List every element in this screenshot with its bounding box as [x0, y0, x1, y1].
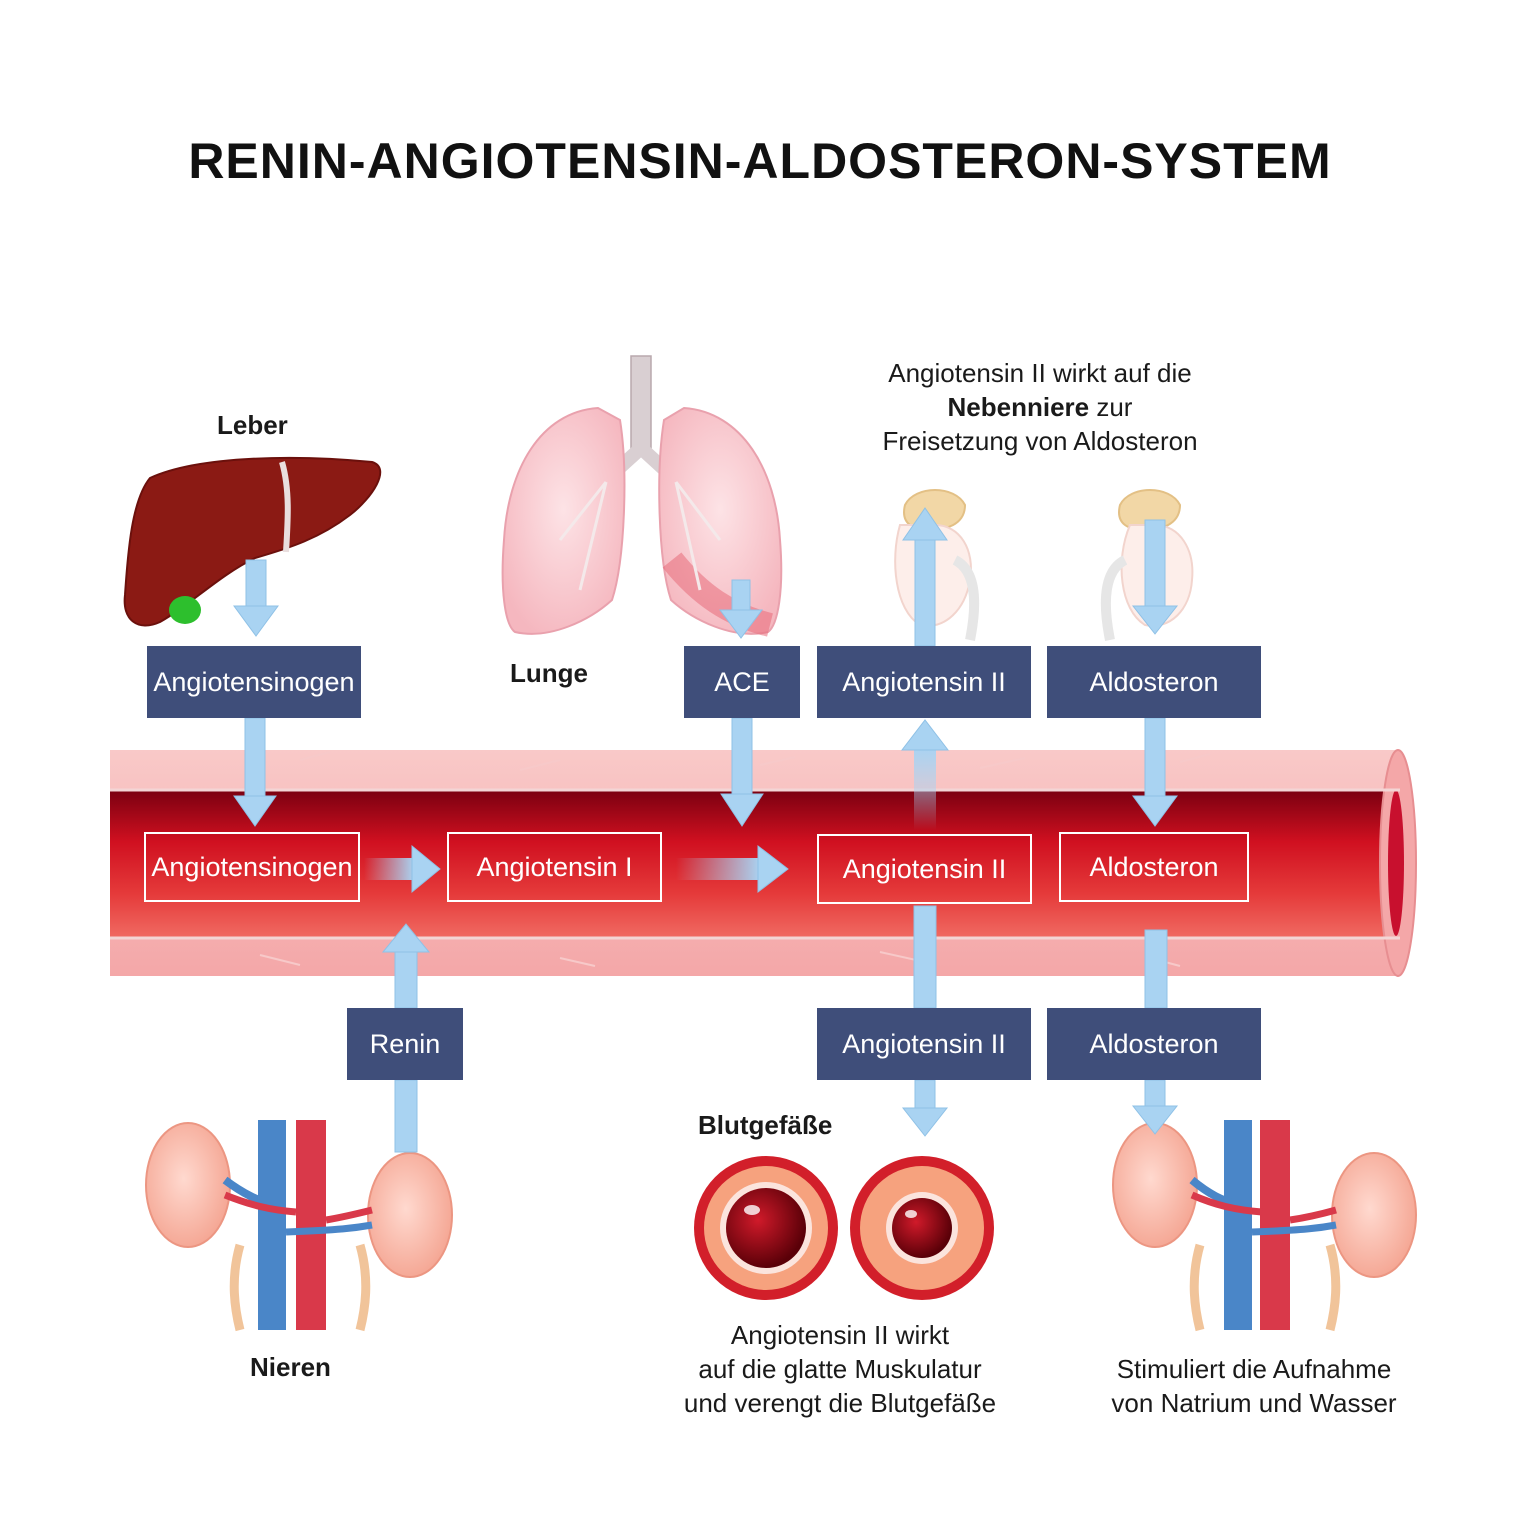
arrow-angiotensin-ii-down: [913, 905, 937, 1009]
arrow-angiotensin-i-to-angiotensin-ii: [676, 844, 789, 894]
vessel-box-angiotensinogen: Angiotensinogen: [144, 832, 360, 902]
box-angiotensin-ii-top: Angiotensin II: [817, 646, 1031, 718]
box-angiotensin-ii-bottom: Angiotensin II: [817, 1008, 1031, 1080]
liver-label: Leber: [217, 410, 288, 440]
adrenal-caption-line2-rest: zur: [1089, 392, 1133, 422]
box-aldosteron-bottom: Aldosteron: [1047, 1008, 1261, 1080]
box-ace: ACE: [684, 646, 800, 718]
arrow-angiotensin-ii-to-adrenal: [902, 507, 948, 647]
page-title: RENIN-ANGIOTENSIN-ALDOSTERON-SYSTEM: [188, 133, 1332, 189]
vessel-caption-line2: auf die glatte Muskulatur: [698, 1354, 982, 1384]
box-angiotensinogen-top: Angiotensinogen: [147, 646, 361, 718]
arrow-lung-to-ace: [719, 579, 763, 639]
box-aldosteron-top: Aldosteron: [1047, 646, 1261, 718]
adrenal-caption-bold: Nebenniere: [947, 392, 1090, 422]
arrow-aldosteron-to-vessel: [1132, 717, 1178, 827]
adrenal-caption-line2: Nebenniere zur: [840, 390, 1240, 424]
kidney-caption-line2: von Natrium und Wasser: [1111, 1388, 1397, 1418]
kidneys-label: Nieren: [250, 1352, 331, 1382]
blood-vessels-label: Blutgefäße: [698, 1110, 833, 1140]
kidney-caption-line1: Stimuliert die Aufnahme: [1116, 1354, 1392, 1384]
box-renin: Renin: [347, 1008, 463, 1080]
vessel-box-angiotensin-ii: Angiotensin II: [817, 834, 1032, 904]
lungs-illustration: [501, 355, 783, 637]
adrenal-caption-line1: Angiotensin II wirkt auf die: [888, 358, 1192, 388]
arrow-aldosteron-to-kidney: [1131, 1079, 1179, 1135]
vessel-box-angiotensin-i: Angiotensin I: [447, 832, 662, 902]
vessel-box-aldosteron: Aldosteron: [1059, 832, 1249, 902]
lung-label: Lunge: [510, 658, 588, 688]
vessel-cross-section-constricted: [850, 1156, 994, 1300]
arrow-angiotensin-ii-to-blood-vessels: [901, 1079, 949, 1137]
kidney-caption: Stimuliert die Aufnahme von Natrium und …: [1064, 1352, 1444, 1420]
arrow-adrenal-to-aldosteron: [1131, 519, 1179, 635]
kidneys-bottom-right-illustration: [1112, 1120, 1417, 1332]
vessel-cross-section-dilated: [694, 1156, 838, 1300]
vessel-caption: Angiotensin II wirkt auf die glatte Musk…: [640, 1318, 1040, 1420]
arrow-ace-to-vessel: [720, 717, 764, 827]
adrenal-caption-line3: Freisetzung von Aldosteron: [882, 426, 1198, 456]
kidneys-bottom-left-illustration: [145, 1120, 453, 1332]
arrow-kidney-to-renin: [394, 1079, 418, 1153]
vessel-caption-line3: und verengt die Blutgefäße: [683, 1388, 997, 1418]
arrow-aldosteron-down: [1144, 929, 1168, 1009]
vessel-caption-line1: Angiotensin II wirkt: [730, 1320, 950, 1350]
liver-illustration: [123, 456, 382, 627]
arrow-angiotensinogen-to-vessel: [233, 717, 277, 827]
adrenal-caption: Angiotensin II wirkt auf die Nebenniere …: [840, 356, 1240, 458]
arrow-angiotensinogen-to-angiotensin-i: [364, 844, 441, 894]
arrow-liver-to-angiotensinogen: [233, 559, 279, 637]
arrow-angiotensin-ii-up: [900, 719, 950, 830]
